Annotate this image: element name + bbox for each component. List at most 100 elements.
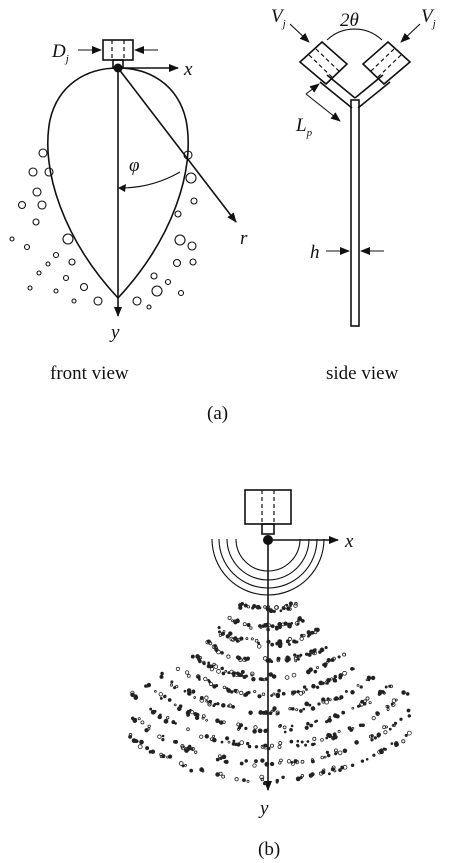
droplet — [184, 670, 190, 675]
droplet — [269, 743, 275, 748]
droplet — [233, 619, 237, 624]
droplet — [153, 709, 157, 713]
droplet — [128, 733, 133, 737]
droplet — [285, 603, 289, 607]
droplet — [175, 666, 180, 671]
impingement-angle-label: 2θ — [340, 10, 359, 31]
droplet — [147, 724, 151, 728]
droplet — [220, 631, 225, 636]
droplet — [324, 699, 329, 705]
droplet — [246, 623, 251, 627]
droplet — [166, 716, 170, 720]
droplet — [215, 718, 220, 724]
droplet — [344, 689, 348, 693]
droplet — [286, 606, 291, 611]
droplet — [379, 749, 384, 755]
droplet — [305, 688, 308, 691]
droplet — [225, 736, 230, 741]
droplet — [231, 742, 236, 746]
droplet — [132, 718, 138, 723]
droplet — [302, 707, 306, 711]
droplet — [204, 695, 209, 700]
droplet — [130, 692, 135, 698]
droplet — [297, 616, 303, 622]
droplet — [310, 630, 315, 635]
droplet — [222, 685, 227, 690]
droplet — [244, 674, 248, 678]
droplet — [370, 675, 376, 681]
droplet — [244, 692, 249, 697]
droplet — [221, 671, 226, 676]
droplet — [279, 609, 283, 613]
droplet — [406, 730, 412, 736]
droplet — [291, 672, 297, 678]
droplet — [304, 743, 308, 747]
droplet — [311, 650, 316, 655]
droplet — [266, 605, 271, 609]
droplet — [360, 759, 365, 763]
droplet — [239, 740, 245, 746]
droplet — [388, 727, 392, 731]
droplet — [161, 737, 165, 742]
droplet — [254, 638, 259, 643]
droplet — [296, 743, 299, 747]
droplet — [239, 690, 244, 695]
droplet — [207, 661, 211, 665]
droplet — [260, 777, 265, 782]
droplet — [159, 674, 164, 679]
droplet — [244, 759, 248, 763]
droplet — [232, 674, 236, 678]
droplet — [252, 763, 257, 768]
droplet — [140, 720, 145, 725]
droplet — [385, 704, 389, 709]
droplet — [278, 639, 283, 643]
droplet — [256, 644, 262, 649]
droplet — [296, 690, 300, 694]
droplet — [289, 604, 292, 608]
droplet — [266, 627, 270, 632]
droplet — [276, 658, 281, 663]
droplet — [365, 757, 369, 761]
droplet — [293, 640, 297, 644]
droplet — [289, 739, 294, 744]
droplet — [190, 654, 195, 659]
droplet — [342, 748, 348, 754]
droplet — [194, 750, 198, 754]
panel-b-x-axis-label: x — [344, 531, 354, 552]
droplet — [337, 750, 343, 756]
droplet — [236, 655, 241, 660]
droplet — [326, 677, 331, 683]
droplet — [234, 777, 239, 782]
droplet — [237, 672, 242, 677]
droplet — [338, 673, 343, 678]
droplet — [324, 680, 329, 685]
droplet — [278, 723, 283, 728]
droplet — [217, 630, 222, 634]
panel-b-y-axis-label: y — [258, 798, 269, 819]
droplet — [300, 759, 305, 764]
droplet — [252, 603, 257, 609]
droplet — [404, 733, 408, 737]
droplet — [213, 702, 217, 706]
droplet — [304, 725, 309, 730]
droplet — [325, 720, 329, 724]
droplet — [237, 726, 242, 730]
droplet — [275, 710, 280, 715]
droplet — [309, 723, 314, 728]
droplet — [401, 690, 406, 695]
droplet — [173, 739, 177, 744]
droplet — [263, 728, 268, 734]
droplet — [287, 623, 292, 629]
droplet — [326, 753, 331, 758]
droplet — [382, 725, 387, 730]
droplet — [137, 744, 143, 750]
droplet — [271, 674, 277, 679]
droplet — [325, 750, 330, 755]
droplet — [277, 689, 281, 693]
droplet — [250, 637, 254, 641]
droplet — [299, 636, 304, 641]
droplet — [334, 696, 339, 701]
lp-arrow-lower — [305, 93, 341, 122]
droplet — [295, 776, 301, 782]
droplet — [332, 679, 336, 683]
